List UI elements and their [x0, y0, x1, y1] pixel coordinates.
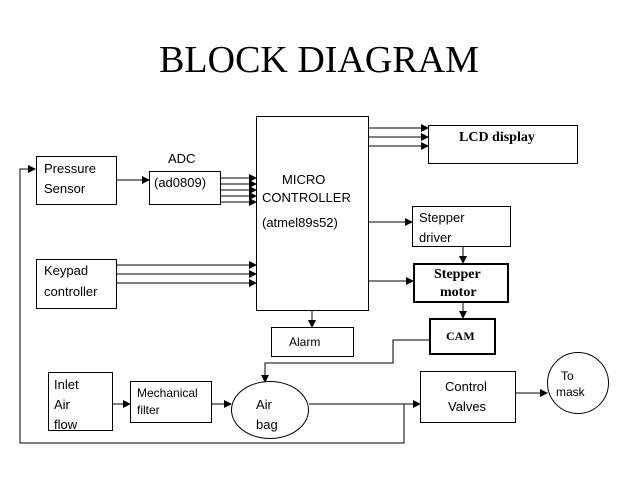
arrow-cam-to-airbag	[261, 339, 429, 383]
air-bag-label-1: Air	[256, 397, 272, 412]
pressure-sensor-block	[36, 156, 117, 205]
mechanical-filter-label-1: Mechanical	[137, 386, 198, 400]
to-mask-label-1: To	[561, 369, 574, 383]
mechanical-filter-block	[130, 381, 212, 423]
feedback-line	[19, 165, 405, 444]
keypad-label-2: controller	[44, 284, 98, 299]
alarm-label: Alarm	[289, 335, 321, 349]
lcd-display-label: LCD display	[459, 130, 535, 145]
control-valves-label-2: Valves	[448, 399, 487, 414]
keypad-controller-block	[36, 259, 117, 309]
air-bag-ellipse	[231, 381, 309, 439]
mechanical-filter-label-2: filter	[137, 403, 160, 417]
stepper-motor-block	[413, 263, 509, 303]
alarm-block	[271, 327, 354, 357]
to-mask-circle	[547, 352, 609, 414]
lcd-display-block	[428, 125, 578, 164]
stepper-driver-block	[412, 206, 511, 247]
to-mask-label-2: mask	[556, 385, 585, 399]
control-valves-block	[420, 371, 516, 423]
inlet-label-2: Air	[54, 397, 70, 412]
control-valves-label-1: Control	[445, 379, 487, 394]
stepper-driver-label-1: Stepper	[419, 210, 465, 225]
stepper-driver-label-2: driver	[419, 230, 452, 245]
pressure-sensor-label-2: Sensor	[44, 181, 86, 196]
pressure-sensor-label-1: Pressure	[44, 161, 97, 176]
microcontroller-label-2: CONTROLLER	[262, 190, 351, 205]
adc-model-label: (ad0809)	[154, 175, 207, 190]
stepper-motor-label-1: Stepper	[434, 267, 481, 282]
cam-label: CAM	[446, 329, 475, 343]
diagram-title: BLOCK DIAGRAM	[159, 39, 479, 81]
inlet-label-1: Inlet	[54, 377, 79, 392]
microcontroller-block	[256, 116, 369, 311]
stepper-motor-label-2: motor	[440, 285, 477, 300]
microcontroller-model-label: (atmel89s52)	[262, 215, 338, 230]
adc-label: ADC	[168, 151, 196, 166]
cam-block	[429, 318, 496, 355]
inlet-air-flow-block	[48, 372, 113, 431]
adc-block	[149, 171, 221, 205]
air-bag-label-2: bag	[256, 417, 278, 432]
keypad-label-1: Keypad	[44, 263, 89, 278]
inlet-label-3: flow	[54, 417, 78, 432]
microcontroller-label-1: MICRO	[282, 172, 326, 187]
